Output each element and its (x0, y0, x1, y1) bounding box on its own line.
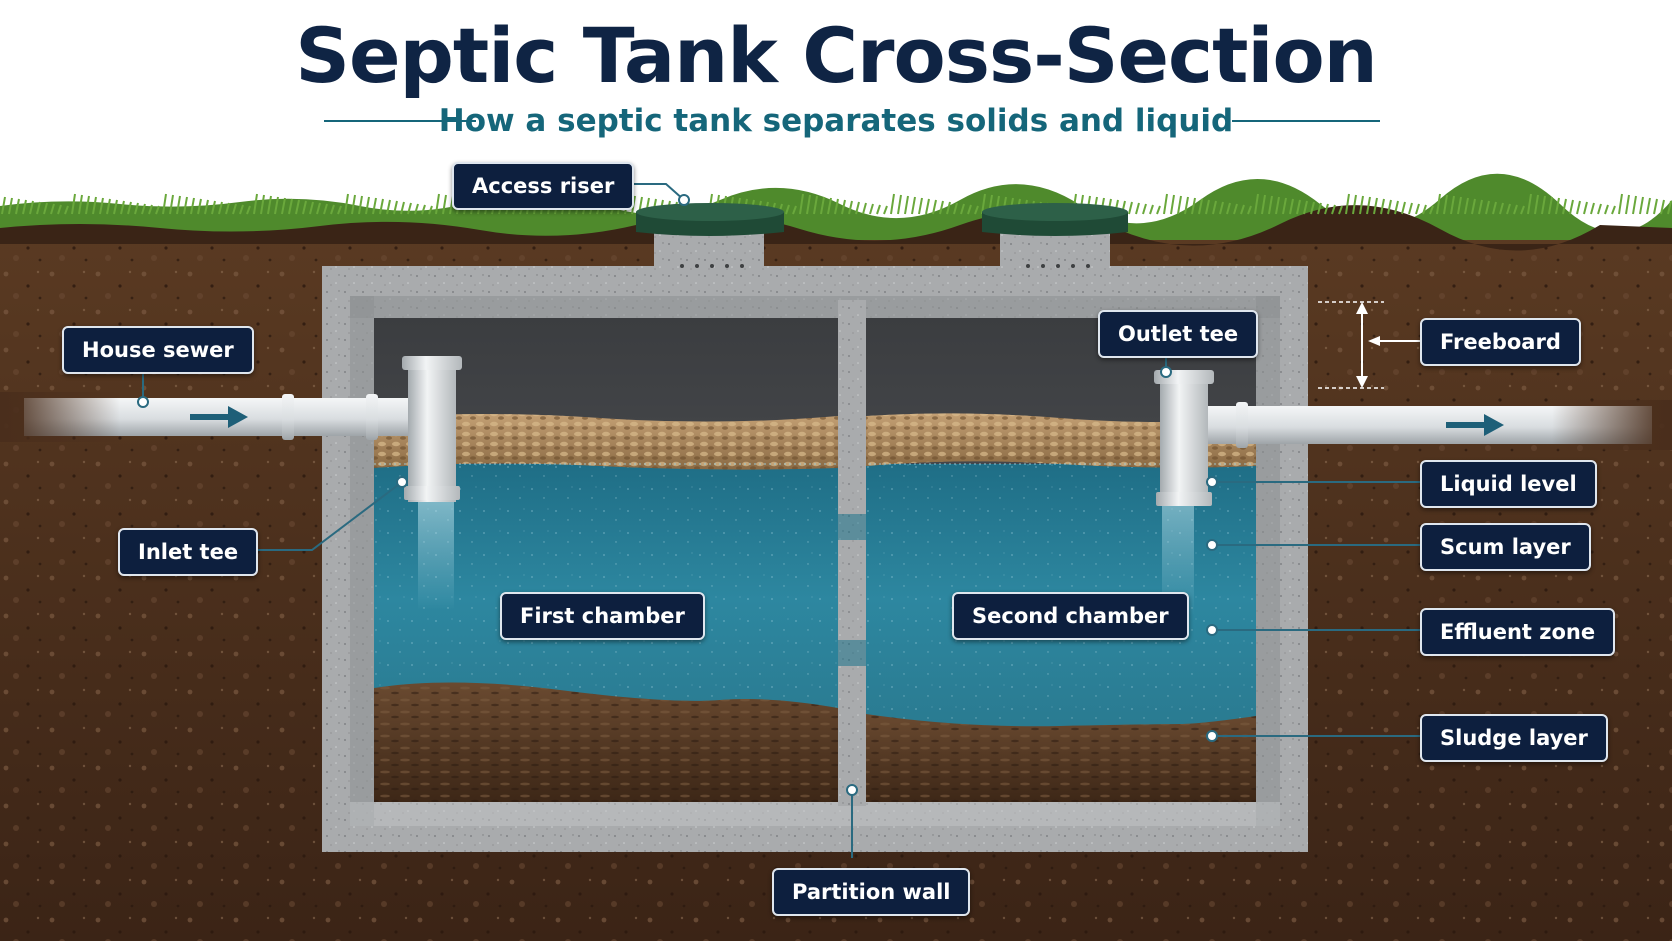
label-house-sewer: House sewer (62, 326, 254, 374)
leader-lines (142, 183, 1420, 858)
label-liquid-level: Liquid level (1420, 460, 1597, 508)
arrow-right-icon (190, 406, 248, 428)
house-sewer-pipe (0, 392, 416, 442)
inlet-tee (402, 356, 462, 502)
outlet-pipe (1192, 400, 1672, 450)
access-riser-right (982, 203, 1128, 302)
label-partition-wall: Partition wall (772, 868, 971, 916)
outlet-tee (1154, 370, 1214, 506)
page-title: Septic Tank Cross-Section (295, 11, 1378, 100)
access-riser-left (636, 203, 784, 302)
label-freeboard: Freeboard (1420, 318, 1581, 366)
arrow-right-icon (1446, 414, 1504, 436)
label-second-chamber: Second chamber (952, 592, 1189, 640)
label-inlet-tee: Inlet tee (118, 528, 259, 576)
label-access-riser: Access riser (452, 162, 635, 210)
page-subtitle: How a septic tank separates solids and l… (438, 103, 1234, 139)
label-sludge-layer: Sludge layer (1420, 714, 1608, 762)
label-first-chamber: First chamber (500, 592, 705, 640)
leader-dots (137, 194, 1218, 796)
grass (0, 173, 1672, 251)
partition-wall (838, 300, 866, 806)
label-scum-layer: Scum layer (1420, 523, 1591, 571)
subtitle-rule-right (1232, 120, 1380, 122)
freeboard-dimension (1318, 301, 1420, 389)
subtitle-rule-left (324, 120, 476, 122)
label-effluent-zone: Effluent zone (1420, 608, 1616, 656)
label-outlet-tee: Outlet tee (1098, 310, 1259, 358)
